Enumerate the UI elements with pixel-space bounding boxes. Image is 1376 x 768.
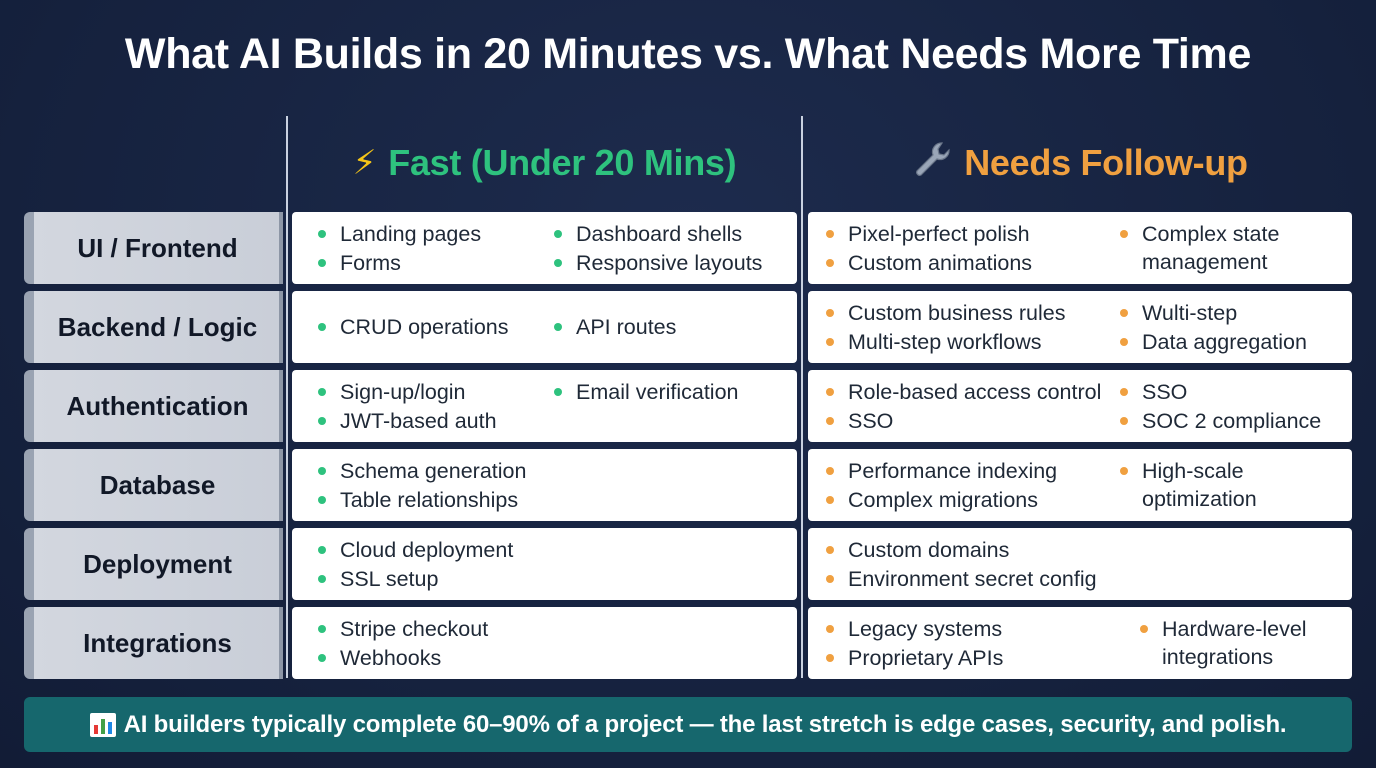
- list-item: SSO: [1120, 378, 1187, 406]
- list-item: CRUD operations: [318, 313, 508, 341]
- list-item: Table relationships: [318, 486, 518, 514]
- fast-cell: Stripe checkout Webhooks: [292, 607, 797, 679]
- list-item: Multi-step workflows: [826, 328, 1042, 356]
- page-title: What AI Builds in 20 Minutes vs. What Ne…: [124, 30, 1252, 78]
- list-item: Landing pages: [318, 220, 481, 248]
- list-item: Stripe checkout: [318, 615, 488, 643]
- bar-chart-icon: [89, 712, 116, 737]
- slow-cell: Custom business rules Multi-step workflo…: [808, 291, 1352, 363]
- table-row: Integrations Stripe checkout Webhooks Le…: [24, 607, 1352, 679]
- slow-cell: Pixel-perfect polish Custom animations C…: [808, 212, 1352, 284]
- column-divider: [801, 116, 803, 678]
- list-item: Role-based access control: [826, 378, 1101, 406]
- fast-column-label: Fast (Under 20 Mins): [388, 142, 737, 183]
- fast-cell: Sign-up/login JWT-based auth Email verif…: [292, 370, 797, 442]
- row-label: UI / Frontend: [24, 212, 283, 284]
- list-item: High-scale optimization: [1120, 457, 1342, 513]
- list-item: Complex migrations: [826, 486, 1038, 514]
- list-item: Email verification: [554, 378, 739, 406]
- slow-cell: Role-based access control SSO SSO SOC 2 …: [808, 370, 1352, 442]
- list-item: Custom business rules: [826, 299, 1065, 327]
- list-item: Wulti-step: [1120, 299, 1237, 327]
- fast-cell: Schema generation Table relationships: [292, 449, 797, 521]
- wrench-icon: [912, 139, 952, 188]
- slow-column-header: Needs Follow-up: [808, 138, 1352, 188]
- list-item: Custom animations: [826, 249, 1032, 277]
- column-divider: [286, 116, 288, 678]
- lightning-bolt-icon: ⚡: [352, 144, 377, 182]
- slow-cell: Custom domains Environment secret config: [808, 528, 1352, 600]
- list-item: API routes: [554, 313, 676, 341]
- fast-cell: Cloud deployment SSL setup: [292, 528, 797, 600]
- list-item: Forms: [318, 249, 401, 277]
- list-item: SSL setup: [318, 565, 438, 593]
- list-item: SSO: [826, 407, 893, 435]
- list-item: Data aggregation: [1120, 328, 1307, 356]
- slow-cell: Performance indexing Complex migrations …: [808, 449, 1352, 521]
- row-label: Database: [24, 449, 283, 521]
- slow-cell: Legacy systems Proprietary APIs Hardware…: [808, 607, 1352, 679]
- fast-cell: Landing pages Forms Dashboard shells Res…: [292, 212, 797, 284]
- list-item: Schema generation: [318, 457, 526, 485]
- table-row: Database Schema generation Table relatio…: [24, 449, 1352, 521]
- fast-cell: CRUD operations API routes: [292, 291, 797, 363]
- list-item: Performance indexing: [826, 457, 1057, 485]
- row-label: Authentication: [24, 370, 283, 442]
- list-item: JWT-based auth: [318, 407, 497, 435]
- table-row: UI / Frontend Landing pages Forms Dashbo…: [24, 212, 1352, 284]
- list-item: Complex state management: [1120, 220, 1342, 276]
- list-item: Dashboard shells: [554, 220, 742, 248]
- list-item: Sign-up/login: [318, 378, 466, 406]
- list-item: Cloud deployment: [318, 536, 513, 564]
- list-item: Legacy systems: [826, 615, 1002, 643]
- table-row: Authentication Sign-up/login JWT-based a…: [24, 370, 1352, 442]
- summary-banner: AI builders typically complete 60–90% of…: [24, 697, 1352, 752]
- row-label: Backend / Logic: [24, 291, 283, 363]
- list-item: Webhooks: [318, 644, 441, 672]
- slow-column-label: Needs Follow-up: [964, 142, 1248, 183]
- table-row: Backend / Logic CRUD operations API rout…: [24, 291, 1352, 363]
- list-item: Pixel-perfect polish: [826, 220, 1030, 248]
- list-item: Custom domains: [826, 536, 1009, 564]
- list-item: Responsive layouts: [554, 249, 762, 277]
- row-label: Integrations: [24, 607, 283, 679]
- table-row: Deployment Cloud deployment SSL setup Cu…: [24, 528, 1352, 600]
- list-item: Proprietary APIs: [826, 644, 1003, 672]
- row-label: Deployment: [24, 528, 283, 600]
- list-item: Environment secret config: [826, 565, 1097, 593]
- list-item: Hardware-level integrations: [1140, 615, 1362, 671]
- banner-text: AI builders typically complete 60–90% of…: [123, 710, 1287, 738]
- list-item: SOC 2 compliance: [1120, 407, 1321, 435]
- fast-column-header: ⚡ Fast (Under 20 Mins): [292, 138, 797, 188]
